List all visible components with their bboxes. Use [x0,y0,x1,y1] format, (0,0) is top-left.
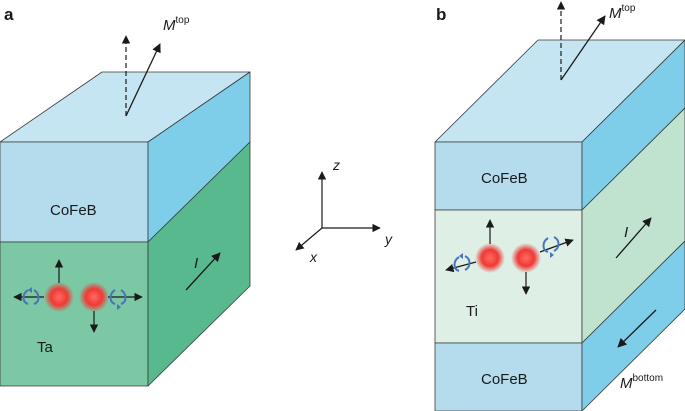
panel-b-mbottom-label: Mbottom [620,373,663,392]
panel-b-spin-rotation-icon-left [453,253,471,272]
panel-b: b CoFeB Ti CoFeB Mtop I Mbottom [434,1,685,411]
panel-a-mtop-arrow [125,43,161,117]
panel-b-cofeb-bottom-side-face [581,240,685,411]
panel-b-spin-right [511,243,541,273]
panel-b-current-label: I [624,224,628,241]
panel-b-current-arrow [615,217,652,259]
panel-a-spin-rotation-icon-right [109,289,127,310]
y-axis-label: y [384,231,393,247]
panel-b-mtop-label: Mtop [609,3,636,22]
panel-b-ti-side-face [581,107,685,344]
panel-a-current-label: I [194,255,198,272]
x-axis-label: x [309,249,318,265]
coordinate-axes: z y x [295,157,393,265]
x-axis-arrow [295,227,323,251]
panel-b-mtop-arrow [560,15,606,81]
panel-b-ti-label: Ti [466,303,478,320]
panel-a-spin-rotation-icon-left [22,287,40,305]
panel-b-spin-left-arrow [445,261,477,273]
panel-b-ti-front-face [434,209,583,344]
panel-b-spin-rotation-icon-right [542,236,560,258]
panel-a-ta-front-face [0,241,149,387]
panel-b-spin-left [475,243,505,273]
panel-a-spin-left [44,282,74,312]
panel-a-label: a [4,5,14,24]
panel-b-cofeb-top-label: CoFeB [481,170,528,187]
panel-b-mbottom-arrow [617,309,657,348]
panel-a-mtop-label: Mtop [163,15,190,34]
panel-b-cofeb-bottom-front-face [434,342,583,411]
panel-a-ta-side-face [147,141,251,387]
z-axis-label: z [332,157,340,173]
panel-a-current-arrow [185,252,221,291]
panel-b-cofeb-top-side-face [581,39,685,211]
panel-b-cofeb-bottom-label: CoFeB [481,371,528,388]
panel-a: a CoFeB Ta Mtop I [0,5,251,387]
panel-a-ta-label: Ta [37,339,54,356]
panel-a-spin-right [79,282,109,312]
panel-a-cofeb-front-face [0,141,149,243]
panel-a-cofeb-label: CoFeB [50,202,97,219]
panel-b-label: b [436,5,446,24]
